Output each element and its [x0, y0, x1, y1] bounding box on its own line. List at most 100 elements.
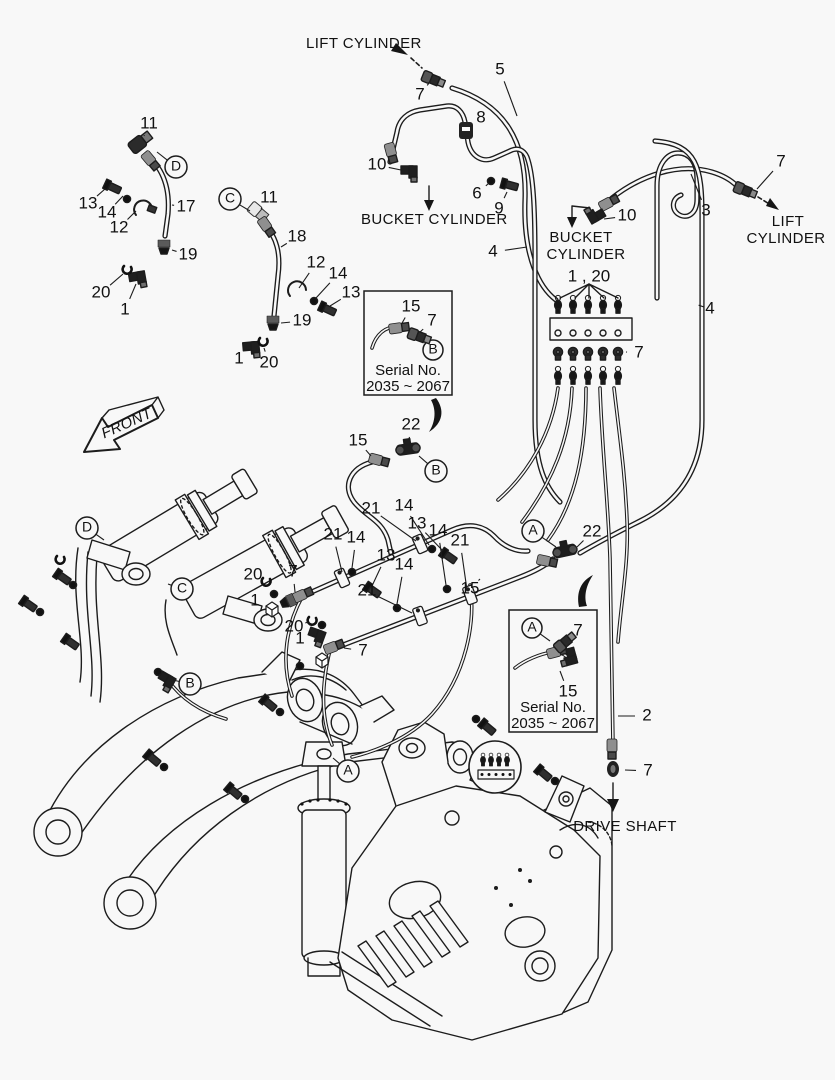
fitting-11 — [126, 128, 155, 156]
leader-line — [261, 580, 264, 583]
front-arrow — [83, 396, 165, 453]
part-number-label: 3 — [701, 200, 710, 219]
hose-line — [95, 555, 103, 703]
part-number-label: 20 — [260, 352, 279, 371]
manifold-hose — [547, 387, 587, 541]
part-number-label: 2 — [642, 705, 651, 724]
part-number-label: 7 — [427, 310, 436, 329]
leader-line — [260, 207, 263, 210]
leader-line — [469, 125, 473, 128]
leader-line — [343, 647, 352, 650]
serial-range-text: 2035 ~ 2067 — [366, 378, 450, 395]
leader-line — [280, 321, 291, 324]
part-number-label: 19 — [293, 310, 312, 329]
leader-line — [127, 210, 137, 220]
leader-line — [426, 82, 430, 86]
leader-line — [172, 679, 180, 683]
part-number-label: 8 — [476, 107, 485, 126]
part-number-label: 21 — [324, 524, 343, 543]
detail-marker-A — [336, 759, 360, 783]
detail-marker-B — [424, 459, 448, 483]
leader-line — [156, 151, 168, 161]
fitting-19 — [266, 315, 280, 331]
washer-14 — [309, 296, 319, 306]
part-number-label: 13 — [342, 282, 361, 301]
label-drive-shaft: DRIVE SHAFT — [573, 818, 677, 835]
leader-line — [576, 540, 584, 548]
leader-line — [756, 170, 774, 190]
part-number-label: 15 — [559, 681, 578, 700]
leader-line — [365, 449, 372, 457]
part-number-label: 14 — [395, 554, 414, 573]
label-bucket-cylinder-left: BUCKET CYLINDER — [361, 211, 508, 228]
arrowhead — [424, 200, 434, 211]
clamp-12-bolt — [146, 204, 158, 214]
arm-hose — [351, 584, 473, 758]
detail-marker-C — [170, 577, 194, 601]
detail-marker-C — [218, 187, 242, 211]
part-number-label: 1 , 20 — [568, 266, 611, 285]
leader-line — [504, 246, 528, 251]
leader-line — [109, 273, 124, 286]
part-number-label: 20 — [244, 564, 263, 583]
part-number-label: 7 — [415, 84, 424, 103]
curved-arrow — [578, 575, 593, 607]
leader-line — [335, 546, 343, 573]
leader-line — [129, 283, 137, 300]
leader-line — [329, 298, 342, 307]
ferrule-15 — [367, 452, 391, 469]
part-number-label: 1 — [295, 628, 304, 647]
part-number-label: 13 — [408, 513, 427, 532]
hose-2 — [598, 386, 615, 747]
part-number-label: 7 — [573, 620, 582, 639]
leader-line — [371, 566, 382, 587]
leader-line — [485, 182, 490, 187]
part-number-label: 15 — [461, 578, 480, 597]
leader-line — [418, 455, 429, 465]
fitting-22 — [550, 537, 579, 560]
detail-marker-letter: D — [171, 158, 181, 174]
leader-line — [280, 242, 288, 248]
arm-hose — [285, 596, 303, 697]
hose-3 — [610, 167, 739, 200]
piping-art — [17, 43, 779, 812]
fitting-19 — [157, 239, 171, 255]
manifold-hose — [612, 386, 630, 644]
cluster-tube-upper — [296, 524, 530, 600]
leader-line — [114, 195, 124, 205]
part-number-label: 7 — [288, 561, 297, 580]
bolt-9 — [499, 177, 520, 193]
part-number-label: 20 — [285, 616, 304, 635]
leader-line — [461, 552, 468, 591]
arrowhead — [766, 198, 779, 210]
label-lift-cylinder-top: LIFT CYLINDER — [306, 35, 422, 52]
detail-marker-A — [521, 617, 543, 639]
bolt-13 — [101, 178, 123, 197]
clamp-21 — [411, 533, 429, 555]
part-number-label: 5 — [495, 59, 504, 78]
elbow-1 — [304, 626, 327, 649]
detail-marker-D — [164, 155, 188, 179]
part-number-label: 9 — [494, 198, 503, 217]
serial-no-text: Serial No. — [375, 362, 441, 379]
bucket-cylinder-drawing — [297, 741, 351, 977]
part-number-label: 12 — [307, 252, 326, 271]
part-number-label: 11 — [260, 187, 278, 206]
leader-line — [503, 191, 508, 199]
washer-14 — [427, 544, 437, 554]
elbow-1 — [127, 270, 148, 291]
part-number-label: 14 — [98, 202, 117, 221]
part-number-label: 4 — [488, 241, 497, 260]
leader-line — [239, 204, 251, 212]
part-number-label: 14 — [329, 263, 348, 282]
part-number-label: 14 — [429, 520, 448, 539]
part-number-label: 7 — [634, 342, 643, 361]
label-lift-cylinder-right-line2: CYLINDER — [746, 230, 825, 247]
leader-line — [315, 282, 331, 299]
